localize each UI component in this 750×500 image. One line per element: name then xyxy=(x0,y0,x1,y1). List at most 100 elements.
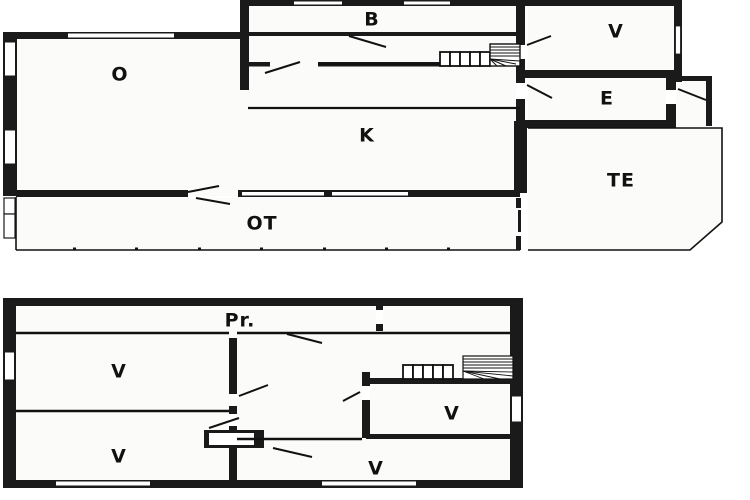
stair-tread xyxy=(412,364,424,380)
fill-terrace xyxy=(528,128,722,250)
wall-bottom-living xyxy=(16,190,188,197)
wall-vertical-mid-upper xyxy=(229,338,237,394)
fill-bedroom-v-1 xyxy=(528,6,680,76)
staircase-lower xyxy=(402,355,514,380)
window-left-upper-2 xyxy=(4,129,16,165)
door-opening-e-right xyxy=(666,90,676,104)
stair-tread xyxy=(459,51,471,67)
wall-e-far-right xyxy=(706,76,712,126)
upper-terrace-outlines xyxy=(15,127,723,251)
door-swing-mid-lower xyxy=(208,417,240,429)
door-swing-pr xyxy=(286,333,323,344)
terrace-railing-posts xyxy=(73,247,450,251)
wall-top-bedroom-v1 xyxy=(522,0,682,6)
window-top-living xyxy=(68,33,174,38)
door-opening-entrance xyxy=(516,83,525,99)
wall-right-bedroom-left xyxy=(362,380,370,438)
fill-open-terrace xyxy=(16,198,520,250)
winder-line xyxy=(489,58,507,67)
stair-treads-straight-lower xyxy=(402,364,454,380)
door-swing-entrance-right xyxy=(677,88,707,101)
wall-right-seg-b xyxy=(516,59,525,83)
room-label-v-3: V xyxy=(111,446,127,468)
closet-inner xyxy=(209,433,254,445)
wall-right-bedroom-bottom xyxy=(366,434,514,439)
railing-post xyxy=(323,247,326,251)
door-opening-right-bedroom xyxy=(362,386,370,400)
stair-tread xyxy=(422,364,434,380)
door-swing-bathroom xyxy=(348,35,387,48)
wall-right-seg-c xyxy=(516,99,525,121)
wall-top-bathroom xyxy=(248,0,520,6)
terrace-door-jambs xyxy=(3,197,521,250)
stair-tread xyxy=(432,364,444,380)
lower-thin-lines xyxy=(16,331,510,441)
door-swing-entrance-left xyxy=(526,84,553,99)
winder-line xyxy=(462,370,501,380)
railing-post xyxy=(385,247,388,251)
stair-tread xyxy=(439,51,451,67)
door-swing-closet xyxy=(272,447,313,458)
wall-bottom-entrance xyxy=(522,120,676,128)
window-top-bath-1 xyxy=(294,1,342,5)
wall-vertical-mid-lower xyxy=(229,426,237,480)
jamb-pr-top-lower xyxy=(376,324,383,331)
jamb-ot-right-bottom xyxy=(516,236,521,250)
fill-lower-body xyxy=(16,305,522,487)
door-swing-mid-upper xyxy=(238,384,269,397)
window-right-lower xyxy=(511,395,522,423)
upper-room-labels: O B K OT V E TE xyxy=(111,9,634,235)
room-label-b: B xyxy=(364,9,379,31)
wall-e-right-upper xyxy=(666,76,676,90)
wall-bottom-kitchen-3 xyxy=(412,190,520,197)
fill-bathroom xyxy=(248,4,520,34)
lower-room-labels: Pr. V V V V xyxy=(111,310,460,480)
winder-line xyxy=(489,58,517,65)
door-swing-v1-left xyxy=(526,35,552,46)
window-bottom-lower-1 xyxy=(56,481,150,486)
room-label-k: K xyxy=(359,125,375,147)
window-left-lower xyxy=(4,351,15,381)
railing-post xyxy=(447,247,450,251)
door-opening-mid xyxy=(229,394,237,406)
window-left-upper-1 xyxy=(4,41,16,77)
jamb-pr-top-upper xyxy=(376,300,383,310)
winder-line xyxy=(462,370,485,380)
fill-living-kitchen xyxy=(16,32,520,196)
room-label-v-4: V xyxy=(444,403,460,425)
wall-below-bathroom xyxy=(248,32,520,36)
door-swing-living-terrace xyxy=(187,185,220,193)
stair-treads-straight xyxy=(439,51,491,67)
wall-bottom-bedroom-v1 xyxy=(522,70,682,78)
lower-floor-plan: Pr. V V V V xyxy=(3,298,523,488)
window-bottom-k-2 xyxy=(332,192,408,196)
door-opening-pr-top xyxy=(376,310,383,324)
door-ot-left-1 xyxy=(3,197,16,215)
door-ot-left-2 xyxy=(3,213,16,239)
stair-winder-lines-lower xyxy=(462,356,514,380)
wall-right-bedroom-left-top xyxy=(362,372,370,380)
winder-line xyxy=(462,370,514,373)
upper-floor-plan: O B K OT V E TE xyxy=(3,0,723,251)
room-label-pr: Pr. xyxy=(225,310,256,332)
jamb-ot-right-mid xyxy=(518,210,521,232)
wall-e-top-right-ext xyxy=(676,76,712,81)
wall-right-seg-a xyxy=(516,36,525,45)
staircase-upper xyxy=(439,43,521,67)
wall-e-right-lower xyxy=(666,104,676,124)
wall-left-lower xyxy=(3,298,16,488)
window-right-bedroom-v1 xyxy=(675,25,681,55)
stair-tread xyxy=(449,51,461,67)
window-bottom-lower-2 xyxy=(322,481,416,486)
wall-vertical-left-of-k xyxy=(240,38,249,90)
stair-winder-lines xyxy=(489,44,521,67)
window-top-bath-2 xyxy=(404,1,450,5)
wall-right-of-bathroom xyxy=(516,0,525,36)
jamb-ot-right-top xyxy=(516,198,521,208)
door-swing-terrace-2 xyxy=(195,197,231,205)
lower-room-fills xyxy=(16,305,522,487)
room-label-v-5: V xyxy=(368,458,384,480)
railing-post xyxy=(260,247,263,251)
